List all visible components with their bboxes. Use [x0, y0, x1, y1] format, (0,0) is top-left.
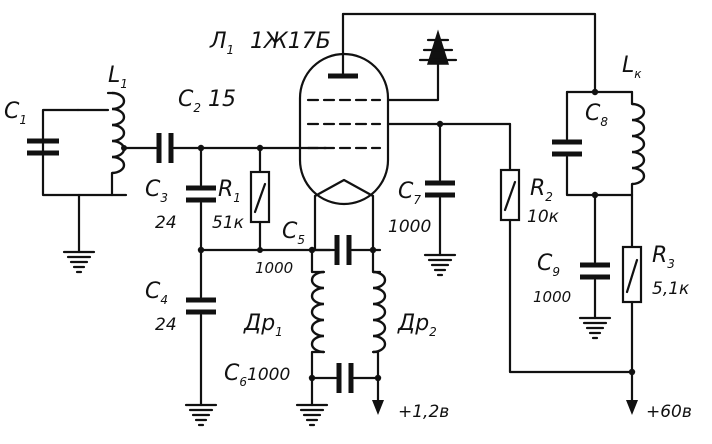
c2-capacitor — [156, 133, 174, 163]
tube-ref-label: Л1 — [209, 29, 234, 57]
filament-circuit — [295, 235, 387, 427]
c3-capacitor — [186, 185, 216, 203]
dr2-label: Др2 — [397, 311, 437, 339]
c9-label: C9 — [537, 251, 560, 279]
r2-resistor — [499, 168, 521, 222]
r3-label: R3 — [652, 243, 675, 271]
labels: Л1 1Ж17Б C1 L1 C2 15 C3 24 R1 51к C5 100… — [4, 29, 692, 422]
c6-label: C61000 — [224, 361, 290, 389]
lk-label: Lк — [622, 53, 642, 81]
c5-value: 1000 — [255, 259, 293, 277]
r3-value: 5,1к — [652, 279, 690, 299]
l1-coil — [106, 91, 126, 197]
tube-envelope — [298, 12, 390, 252]
r1-label: R1 — [218, 177, 241, 205]
dr1-label: Др1 — [243, 311, 283, 339]
dr1-choke — [310, 270, 326, 354]
r1-resistor — [249, 170, 271, 224]
g2-supply — [386, 120, 634, 374]
c9-value: 1000 — [533, 288, 571, 306]
c8-label: C8 — [585, 101, 608, 129]
r2-value: 10к — [527, 207, 560, 227]
c9-capacitor — [580, 262, 610, 280]
filament-supply-label: +1,2в — [398, 402, 449, 422]
ground-symbol — [62, 250, 96, 274]
l1-label: L1 — [108, 63, 128, 91]
tube-type-label: 1Ж17Б — [250, 29, 331, 54]
output-tank — [341, 12, 646, 415]
r3-resistor — [621, 245, 643, 304]
screen-grid-connection — [386, 29, 458, 102]
c4-label: C4 — [145, 279, 168, 307]
input-tank — [27, 91, 128, 274]
c3-value: 24 — [155, 213, 177, 233]
dr2-choke — [371, 270, 387, 354]
r1-value: 51к — [212, 213, 245, 233]
anode-supply-label: +60в — [646, 402, 692, 422]
c5-label: C5 — [282, 219, 305, 247]
c1-label: C1 — [4, 99, 27, 127]
c7-label: C7 — [398, 179, 421, 207]
c8-capacitor — [552, 139, 582, 157]
c5-capacitor — [334, 235, 352, 265]
anode-supply-arrow — [626, 400, 638, 415]
filament-supply-arrow — [372, 400, 384, 415]
c1-capacitor — [27, 138, 59, 156]
tube-grids — [306, 98, 382, 150]
c7-value: 1000 — [388, 217, 431, 237]
c4-capacitor — [186, 297, 216, 315]
lk-coil — [630, 90, 646, 197]
c2-label: C2 15 — [178, 87, 236, 115]
c3-label: C3 — [145, 177, 168, 205]
c7-capacitor — [425, 180, 455, 198]
c4-value: 24 — [155, 315, 177, 335]
r2-label: R2 — [530, 176, 553, 204]
grid-circuit — [121, 133, 332, 427]
c6-capacitor — [336, 363, 354, 393]
